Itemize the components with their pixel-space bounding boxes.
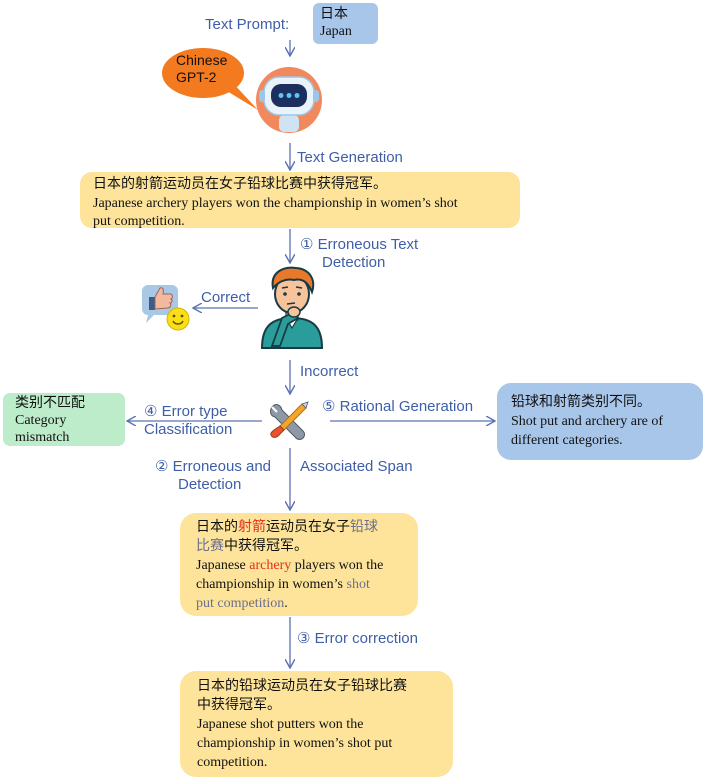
hl-en-error-span: archery — [249, 558, 292, 573]
thumbs-up-emoji-icon — [142, 285, 190, 331]
category-en-line2: mismatch — [15, 430, 70, 445]
corrected-cn-line2: 中获得冠军。 — [197, 697, 281, 713]
model-label: Chinese GPT-2 — [176, 52, 236, 86]
incorrect-label: Incorrect — [300, 363, 359, 380]
model-label-line1: Chinese — [176, 52, 228, 68]
hl-cn-c: 中获得冠军。 — [224, 538, 308, 554]
category-en-line1: Category — [15, 413, 67, 428]
hl-en-assoc-span-2: put competition — [196, 596, 285, 611]
correct-label: Correct — [201, 289, 251, 306]
rationale-en-line2: different categories. — [511, 433, 623, 448]
rationale-box: 铅球和射箭类别不同。 Shot put and archery are of d… — [497, 383, 703, 460]
prompt-en: Japan — [320, 24, 352, 39]
text-prompt-label: Text Prompt: — [205, 16, 290, 33]
span-label-line1b: Associated Span — [300, 458, 413, 475]
hl-cn-assoc-span-1: 铅球 — [350, 519, 378, 535]
hl-en-c: championship in women’s — [196, 577, 347, 592]
prompt-cn: 日本 — [320, 6, 348, 22]
highlighted-text-box: 日本的射箭运动员在女子铅球比赛中获得冠军。 Japanese archery p… — [180, 513, 418, 616]
classification-label-line1: ④ Error type — [144, 403, 228, 420]
hl-cn-error-span: 射箭 — [238, 519, 266, 535]
prompt-box: 日本 Japan — [313, 3, 378, 44]
tools-icon — [270, 401, 309, 440]
span-label-line2: Detection — [178, 476, 242, 493]
span-label-line1: ② Erroneous and — [155, 458, 272, 475]
hl-cn-a: 日本的 — [196, 519, 238, 535]
generated-text-box: 日本的射箭运动员在女子铅球比赛中获得冠军。 Japanese archery p… — [80, 172, 520, 229]
model-label-line2: GPT-2 — [176, 69, 217, 85]
hl-cn-assoc-span-2: 比赛 — [196, 538, 224, 554]
corrected-en-line2: championship in women’s shot put — [197, 736, 393, 751]
category-cn: 类别不匹配 — [15, 395, 85, 411]
rational-generation-label: ⑤ Rational Generation — [322, 398, 474, 415]
highlighted-cn: 日本的射箭运动员在女子铅球比赛中获得冠军。 — [196, 518, 402, 556]
hl-en-a: Japanese — [196, 558, 250, 573]
hl-en-b: players won the — [291, 558, 384, 573]
rationale-cn: 铅球和射箭类别不同。 — [511, 394, 651, 410]
hl-en-d: . — [284, 596, 288, 611]
generated-en-line1: Japanese archery players won the champio… — [93, 196, 458, 211]
corrected-cn-line1: 日本的铅球运动员在女子铅球比赛 — [197, 678, 407, 694]
hl-cn-b: 运动员在女子 — [266, 519, 350, 535]
rationale-en-line1: Shot put and archery are of — [511, 414, 663, 429]
generated-cn: 日本的射箭运动员在女子铅球比赛中获得冠军。 — [93, 176, 387, 192]
corrected-text-box: 日本的铅球运动员在女子铅球比赛 中获得冠军。 Japanese shot put… — [180, 671, 453, 777]
text-generation-label: Text Generation — [297, 149, 403, 166]
corrected-en-line1: Japanese shot putters won the — [197, 717, 364, 732]
detection-label-line2: Detection — [322, 254, 386, 271]
model-speech-bubble — [162, 48, 258, 110]
category-box: 类别不匹配 Category mismatch — [3, 393, 125, 446]
detection-label-line1: ① Erroneous Text — [300, 236, 419, 253]
robot-icon — [256, 67, 322, 133]
highlighted-en: Japanese archery players won the champion… — [196, 556, 402, 613]
hl-en-assoc-span-1: shot — [346, 577, 370, 592]
error-correction-label: ③ Error correction — [297, 630, 418, 647]
classification-label-line2: Classification — [144, 421, 233, 438]
corrected-en-line3: competition. — [197, 755, 268, 770]
thinking-person-icon — [260, 266, 324, 349]
generated-en-line2: put competition. — [93, 214, 185, 229]
